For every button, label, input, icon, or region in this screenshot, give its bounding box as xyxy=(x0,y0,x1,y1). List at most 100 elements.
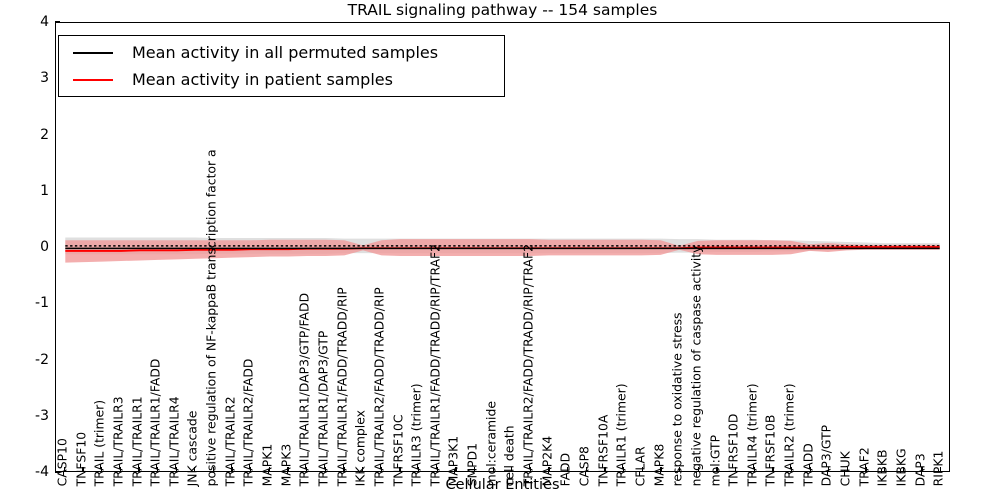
x-tick-label: TRAIL/TRAILR1/FADD/TRADD/RIP/TRAF2 xyxy=(427,243,443,487)
x-tick-mark xyxy=(846,467,849,472)
x-tick-mark xyxy=(250,467,252,472)
plot-canvas xyxy=(65,237,940,263)
x-tick-label: TRAF2 xyxy=(856,447,872,487)
x-tick-label: MAPK1 xyxy=(259,443,275,487)
x-tick-label: mol:GTP xyxy=(707,434,723,487)
x-tick-label: CASP10 xyxy=(54,438,70,487)
x-tick-label: TRAIL/TRAILR3 xyxy=(110,396,126,487)
x-tick-mark xyxy=(660,467,662,472)
x-tick-mark xyxy=(678,467,681,472)
x-tick-label: TRAILR2 (trimer) xyxy=(781,383,797,487)
x-tick-label: TRAIL/TRAILR1/FADD/TRADD/RIP xyxy=(334,287,350,487)
x-tick-label: MAPK8 xyxy=(651,443,667,487)
chart-legend: Mean activity in all permuted samples Me… xyxy=(58,35,505,97)
x-tick-label: TRAIL/TRAILR2/FADD/TRADD/RIP/TRAF2 xyxy=(520,243,536,487)
x-tick-label: MAP2K4 xyxy=(539,435,555,487)
x-tick-mark xyxy=(790,467,793,472)
x-tick-label: MAPK3 xyxy=(278,443,294,487)
y-tick-label: -1 xyxy=(35,295,49,312)
x-tick-mark xyxy=(212,467,215,472)
x-tick-label: JNK cascade xyxy=(185,410,201,487)
x-tick-label: positive regulation of NF-kappaB transcr… xyxy=(203,149,219,487)
x-tick-mark xyxy=(492,467,494,472)
x-tick-label: response to oxidative stress xyxy=(669,312,685,487)
x-tick-mark xyxy=(399,467,401,472)
x-tick-mark xyxy=(734,467,737,472)
x-tick-mark xyxy=(306,467,308,472)
x-tick-label: mol:ceramide xyxy=(483,401,499,487)
x-tick-mark xyxy=(809,467,811,472)
x-tick-mark xyxy=(63,467,65,472)
x-tick-label: TNFRSF10A xyxy=(595,414,611,487)
x-tick-mark xyxy=(641,467,643,472)
x-tick-mark xyxy=(697,467,699,472)
x-tick-mark xyxy=(585,467,588,472)
x-tick-label: TRAILR4 (trimer) xyxy=(744,383,760,487)
x-tick-label: MAP3K1 xyxy=(446,435,462,487)
x-tick-mark xyxy=(716,467,718,472)
patient-confidence-band xyxy=(65,239,940,263)
x-tick-label: TNFRSF10C xyxy=(390,414,406,487)
x-tick-label: TRAIL/TRAILR1/FADD xyxy=(147,358,163,487)
y-tick-label: 0 xyxy=(40,239,49,255)
y-tick-mark xyxy=(55,21,60,23)
x-tick-mark xyxy=(380,467,382,472)
x-tick-label: IKBKG xyxy=(893,448,909,487)
y-tick-label: 1 xyxy=(40,182,49,199)
x-tick-mark xyxy=(604,467,606,472)
x-tick-label: TRAIL/TRAILR1 xyxy=(129,396,145,487)
x-tick-mark xyxy=(417,467,420,472)
x-tick-label: IKK complex xyxy=(352,410,368,487)
x-tick-mark xyxy=(362,467,364,472)
y-tick-label: 3 xyxy=(40,70,49,87)
y-tick-label: -4 xyxy=(35,464,49,480)
x-tick-label: TRAILR1 (trimer) xyxy=(613,383,629,487)
x-tick-mark xyxy=(567,467,569,472)
x-tick-label: TRAILR3 (trimer) xyxy=(408,383,424,487)
x-tick-label: negative regulation of caspase activity xyxy=(688,245,704,487)
y-tick-label: -2 xyxy=(35,351,49,368)
x-tick-label: DAP3/GTP xyxy=(818,424,834,487)
x-tick-label: TRADD xyxy=(800,443,816,487)
x-tick-mark xyxy=(753,467,755,472)
x-tick-label: TRAIL/TRAILR2/FADD/TRADD/RIP xyxy=(371,287,387,487)
y-tick-label: 2 xyxy=(40,126,49,143)
x-tick-mark xyxy=(473,467,476,472)
legend-label-permuted: Mean activity in all permuted samples xyxy=(132,43,439,62)
y-tick-label: 4 xyxy=(40,14,49,30)
x-tick-mark xyxy=(194,467,196,472)
x-tick-mark xyxy=(865,467,867,472)
chart-title: TRAIL signaling pathway -- 154 samples xyxy=(347,1,658,19)
x-tick-mark xyxy=(940,467,942,472)
x-tick-label: TNFRSF10D xyxy=(725,413,741,487)
x-tick-label: TRAIL/TRAILR4 xyxy=(166,396,182,487)
x-tick-label: CFLAR xyxy=(632,446,648,487)
x-tick-mark xyxy=(287,467,289,472)
x-tick-mark xyxy=(623,467,625,472)
y-tick-label: -3 xyxy=(35,407,49,424)
plot-area: Mean activity in all permuted samples Me… xyxy=(55,22,950,472)
legend-label-patient: Mean activity in patient samples xyxy=(132,70,393,89)
x-tick-mark xyxy=(902,467,905,472)
x-tick-mark xyxy=(138,467,140,472)
legend-item-patient: Mean activity in patient samples xyxy=(59,66,504,93)
x-axis-label: Cellular Entities xyxy=(445,477,560,493)
x-tick-mark xyxy=(921,467,923,472)
x-tick-label: FADD xyxy=(557,452,573,487)
x-tick-label: TRAIL (trimer) xyxy=(91,399,107,487)
x-tick-mark xyxy=(175,467,177,472)
x-tick-label: TRAIL/TRAILR2/FADD xyxy=(240,358,256,487)
x-tick-mark xyxy=(343,467,345,472)
legend-item-permuted: Mean activity in all permuted samples xyxy=(59,39,504,66)
x-tick-mark xyxy=(436,467,438,472)
x-tick-mark xyxy=(324,467,326,472)
legend-swatch-patient xyxy=(73,78,113,81)
legend-swatch-permuted xyxy=(73,51,113,54)
x-tick-label: cell death xyxy=(502,425,518,487)
x-tick-mark xyxy=(231,467,233,472)
x-tick-label: TRAIL/TRAILR1/DAP3/GTP/FADD xyxy=(296,292,312,487)
x-tick-mark xyxy=(828,467,830,472)
x-tick-mark xyxy=(268,467,271,472)
x-tick-label: TNFSF10 xyxy=(73,431,89,487)
